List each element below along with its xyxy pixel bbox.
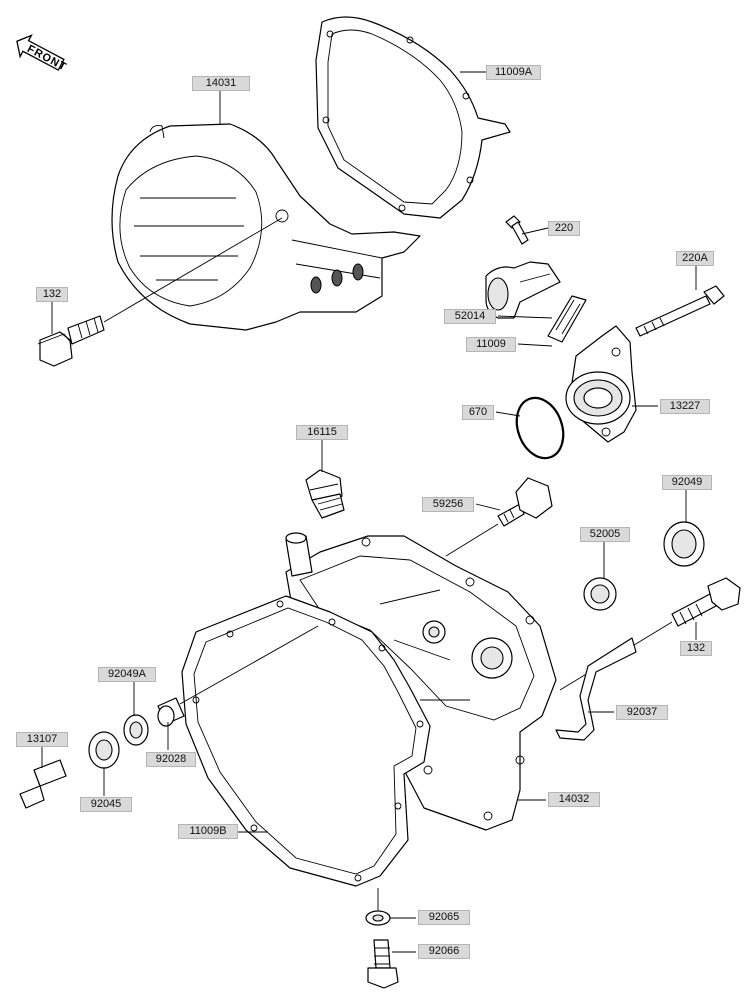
plug-16115-drawing xyxy=(305,469,345,519)
callout-52005[interactable]: 52005 xyxy=(580,527,630,542)
bolt-132-bottom-drawing xyxy=(559,577,741,691)
bearing-52005-drawing xyxy=(583,577,617,611)
o-ring-670-drawing xyxy=(515,396,565,460)
callout-14031[interactable]: 14031 xyxy=(192,76,250,91)
pump-housing-13227-drawing xyxy=(565,325,637,443)
callout-leaders xyxy=(41,71,697,953)
callout-670[interactable]: 670 xyxy=(462,405,494,420)
callout-92049a[interactable]: 92049A xyxy=(98,667,156,682)
cover-14032-drawing xyxy=(285,532,557,831)
callout-132-top[interactable]: 132 xyxy=(36,287,68,302)
gasket-11009-drawing xyxy=(547,295,587,343)
gasket-11009b-drawing xyxy=(181,595,431,887)
front-arrow-icon: FRONT xyxy=(16,34,69,74)
bolt-92066-drawing xyxy=(367,939,399,989)
bearing-92045-drawing xyxy=(88,731,120,769)
clamp-92037-drawing xyxy=(555,637,637,741)
washer-92065-drawing xyxy=(365,910,391,926)
bolt-132-top-drawing xyxy=(37,217,283,367)
callout-13107[interactable]: 13107 xyxy=(16,732,68,747)
callout-16115[interactable]: 16115 xyxy=(296,425,348,440)
front-marker: FRONT xyxy=(8,26,70,80)
callout-92045[interactable]: 92045 xyxy=(80,797,132,812)
seal-92049-drawing xyxy=(663,521,705,567)
seal-92049a-drawing xyxy=(123,714,149,746)
callout-132-bottom[interactable]: 132 xyxy=(680,641,712,656)
callout-92037[interactable]: 92037 xyxy=(616,705,668,720)
shaft-13107-drawing xyxy=(19,759,67,809)
gasket-11009a-drawing xyxy=(315,16,511,219)
callout-52014[interactable]: 52014 xyxy=(444,309,496,324)
callout-220[interactable]: 220 xyxy=(548,221,580,236)
callout-59256[interactable]: 59256 xyxy=(422,497,474,512)
bolt-220a-drawing xyxy=(635,285,725,337)
callout-92028[interactable]: 92028 xyxy=(146,752,196,767)
callout-13227[interactable]: 13227 xyxy=(660,399,710,414)
callout-11009[interactable]: 11009 xyxy=(466,337,516,352)
callout-220a[interactable]: 220A xyxy=(676,251,714,266)
callout-92049[interactable]: 92049 xyxy=(662,475,712,490)
callout-92066[interactable]: 92066 xyxy=(418,944,470,959)
callout-14032[interactable]: 14032 xyxy=(548,792,600,807)
elbow-52014-drawing xyxy=(485,261,561,319)
callout-11009b[interactable]: 11009B xyxy=(178,824,238,839)
callout-11009a[interactable]: 11009A xyxy=(486,65,541,80)
collar-92028-drawing xyxy=(157,625,319,727)
screw-220-drawing xyxy=(505,215,529,245)
sensor-59256-drawing xyxy=(445,477,553,557)
callout-92065[interactable]: 92065 xyxy=(418,910,470,925)
